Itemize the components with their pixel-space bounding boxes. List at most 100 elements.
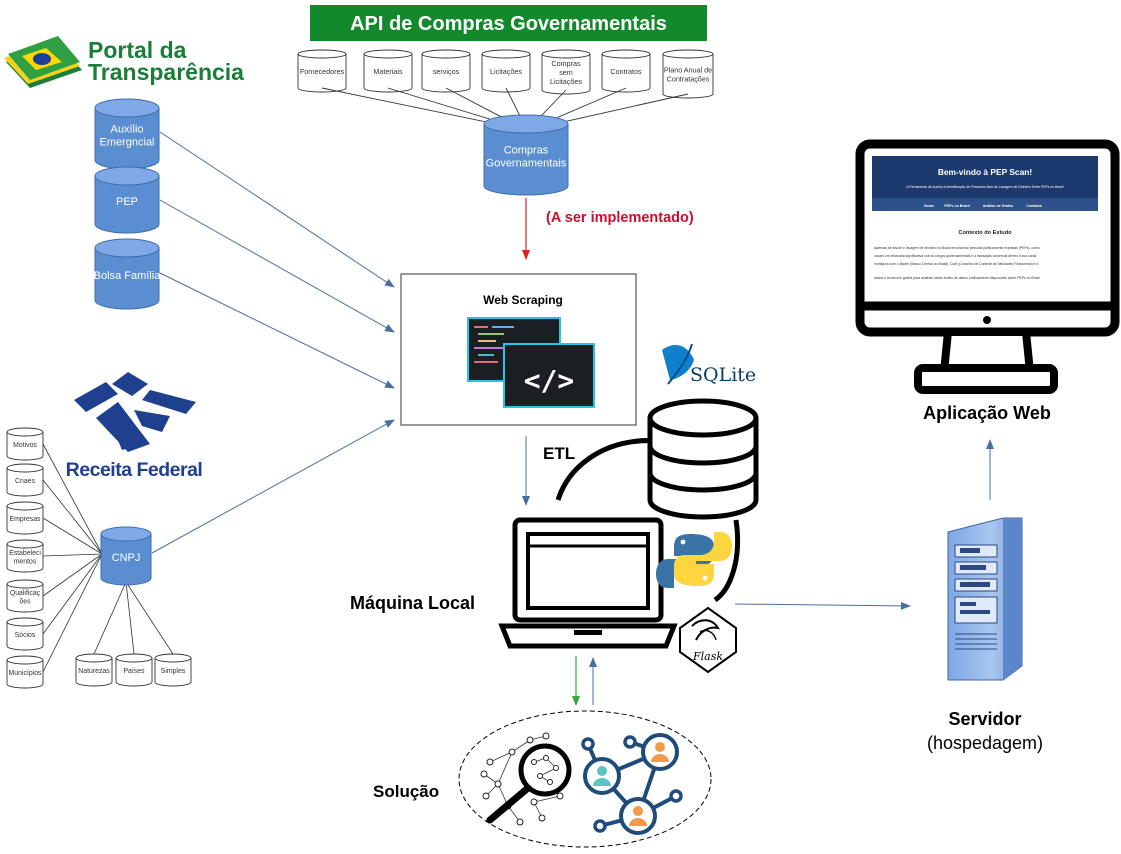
- cnpj-table-naturezas: Naturezas: [75, 653, 113, 687]
- portal-title-line1: Portal da: [88, 37, 187, 63]
- db-label: Auxílio: [110, 124, 143, 136]
- cnpj-table-municipios: Municípios: [6, 655, 44, 689]
- cnpj-db: CNPJ: [100, 526, 152, 586]
- servidor-label: Servidor: [948, 709, 1021, 729]
- maquina-local-label: Máquina Local: [350, 593, 475, 613]
- cnpj-table-empresas: Empresas: [6, 501, 44, 535]
- cylinder-label: serviços: [433, 67, 460, 76]
- db-label: Compras: [504, 145, 549, 157]
- db-label: CNPJ: [112, 552, 141, 564]
- cylinder-label: sem: [559, 68, 573, 77]
- cylinder-label: Municípios: [9, 670, 42, 677]
- solucao-label: Solução: [373, 782, 439, 801]
- cylinder-label: Qualificaç: [10, 590, 41, 597]
- sqlite-logo: SQLite: [662, 343, 756, 386]
- aplicacao-web-label: Aplicação Web: [923, 403, 1051, 423]
- db-pep: PEP: [94, 166, 160, 234]
- arrow-auxilio-to-scraping: [159, 131, 395, 288]
- screen-subtitle: A Ferramenta de Auxílio à Identificação …: [906, 185, 1063, 189]
- connector-line: [42, 553, 103, 635]
- connector-line: [93, 581, 127, 655]
- cylinder-label: Motivos: [13, 442, 37, 449]
- connector-line: [125, 581, 174, 655]
- etl-arc-lower: [713, 519, 741, 603]
- screen-nav-item: Contatos: [1026, 204, 1042, 208]
- api-compras-banner: API de Compras Governamentais: [310, 5, 707, 41]
- screen-title: Bem-vindo à PEP Scan!: [938, 167, 1032, 177]
- source-servicos: serviços: [421, 49, 471, 93]
- db-label: PEP: [116, 196, 138, 208]
- sqlite-label: SQLite: [690, 364, 756, 386]
- receita-federal-emblem-icon: [74, 372, 196, 452]
- cylinder-label: Naturezas: [78, 668, 110, 675]
- screen-nav-item: Home: [924, 204, 934, 208]
- cylinder-label: Contratos: [610, 67, 642, 76]
- screen-nav-items: Home PEPs no Brasil Análise de Grafos Conta…: [924, 204, 1042, 208]
- screen-nav-item: Análise de Grafos: [983, 204, 1014, 208]
- web-scraping-title: Web Scraping: [483, 293, 563, 307]
- cylinder-label: Compras: [551, 59, 581, 68]
- cylinder-label: Licitações: [550, 77, 582, 86]
- screen-paragraph: ajuemas de fraude e lavagem de dinheiro …: [874, 246, 1040, 280]
- api-banner-title: API de Compras Governamentais: [350, 13, 667, 35]
- source-materiais: Materiais: [363, 49, 413, 93]
- cylinder-label: Fornecedores: [300, 67, 345, 76]
- api-banner-background: [310, 5, 707, 41]
- cnpj-connector-lines: [42, 443, 174, 673]
- cylinder-label: Contratações: [667, 74, 710, 83]
- screen-paragraph-line: oscam um infuturata significativa sob os…: [874, 254, 1036, 258]
- source-licitacoes: Licitações: [481, 49, 531, 93]
- source-contratos: Contratos: [601, 49, 651, 93]
- code-window-icon: </>: [467, 317, 595, 408]
- cnpj-left-tables: MotivosCnaesEmpresasEstabelecimentosQual…: [6, 427, 44, 689]
- screen-paragraph-line: ajuemas de fraude e lavagem de dinheiro …: [874, 246, 1040, 250]
- connector-line: [42, 479, 103, 555]
- connector-line: [42, 553, 103, 557]
- connector-line: [125, 581, 135, 655]
- laptop-icon: [498, 517, 678, 649]
- python-logo: [656, 532, 732, 588]
- portal-title-line2: Transparência: [88, 59, 244, 85]
- arrow-local-to-server: [734, 601, 911, 610]
- connector-line: [321, 87, 516, 129]
- arrow-bolsa-to-scraping: [159, 272, 395, 389]
- connector-line: [42, 443, 103, 555]
- cylinder-label: Empresas: [9, 516, 41, 523]
- server-icon: [947, 517, 1023, 681]
- receita-federal-label: Receita Federal: [66, 459, 203, 481]
- svg-text:</>: </>: [524, 364, 575, 397]
- connector-line: [42, 517, 103, 555]
- connector-line: [42, 553, 103, 673]
- cylinder-label: Plano Anual de: [664, 66, 712, 75]
- servidor-sublabel: (hospedagem): [927, 733, 1043, 753]
- arrow-pep-to-scraping: [159, 199, 395, 333]
- db-bolsa-familia: Bolsa Família: [94, 238, 161, 310]
- flask-label: Flask: [692, 650, 723, 663]
- cylinder-label: ões: [19, 598, 31, 605]
- portal-transparencia-logo: Portal da Transparência: [4, 36, 244, 88]
- cylinder-label: Sócios: [15, 632, 36, 639]
- connector-line: [42, 553, 103, 597]
- arrow-cnpj-to-scraping: [151, 419, 395, 554]
- screen-nav-item: PEPs no Brasil: [944, 204, 970, 208]
- database-icon: [647, 398, 759, 520]
- cnpj-table-socios: Sócios: [6, 617, 44, 651]
- brazil-flag-book-icon: [4, 36, 82, 88]
- screen-header: [872, 156, 1098, 198]
- cylinder-label: Materiais: [373, 67, 403, 76]
- screen-section-title: Contexto do Estudo: [958, 230, 1012, 236]
- screen-paragraph-line: muntiplos com o Bacen (Banco Central do …: [874, 262, 1038, 266]
- cylinder-label: Simples: [161, 668, 186, 675]
- cnpj-table-paises: Países: [115, 653, 153, 687]
- cnpj-bottom-tables: Naturezas Países Simples: [75, 653, 192, 687]
- screen-nav: [872, 198, 1098, 211]
- web-scraping-box: Web Scraping </>: [400, 273, 637, 426]
- graph-search-icon: [480, 732, 572, 826]
- cnpj-table-simples: Simples: [154, 653, 192, 687]
